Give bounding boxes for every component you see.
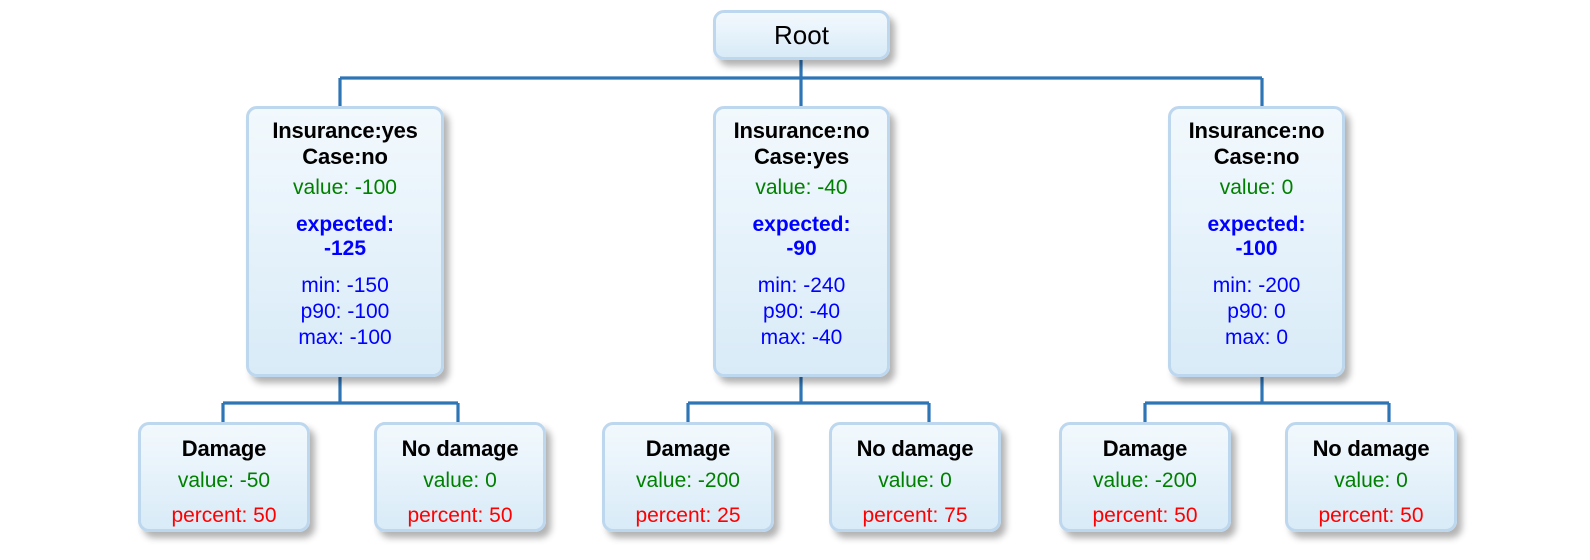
node-branch-2-title-line-2: Case:yes: [753, 143, 850, 169]
node-leaf-3-1-percent: percent: 50: [1092, 503, 1198, 527]
node-branch-2-title-line-1: Insurance:no: [733, 118, 870, 143]
node-branch-3-value: value: 0: [1219, 175, 1294, 199]
node-branch-3-min: min: -200: [1212, 274, 1301, 298]
node-branch-3-p90: p90: 0: [1227, 299, 1286, 323]
node-leaf-3-1-title: Damage: [1102, 436, 1188, 461]
node-leaf-2-1-title: Damage: [645, 436, 731, 461]
node-branch-3-title-line-2: Case:no: [1213, 143, 1300, 169]
node-branch-1-max: max: -100: [298, 325, 392, 349]
node-leaf-1-1-title: Damage: [181, 436, 267, 461]
node-leaf-2-2-value: value: 0: [878, 468, 952, 492]
node-leaf-3-2-title: No damage: [1312, 436, 1430, 461]
node-leaf-1-2[interactable]: No damage value: 0 percent: 50: [374, 422, 546, 532]
node-leaf-3-2-percent: percent: 50: [1318, 503, 1424, 527]
node-branch-3-expected: expected: -100: [1171, 213, 1342, 263]
node-branch-3-expected-label: expected:: [1207, 212, 1306, 236]
node-leaf-1-2-percent: percent: 50: [407, 503, 513, 527]
node-leaf-3-2-value: value: 0: [1334, 468, 1408, 492]
node-leaf-1-2-value: value: 0: [423, 468, 497, 492]
node-branch-1-expected-value: -125: [323, 237, 367, 261]
node-branch-2-p90: p90: -40: [762, 299, 841, 323]
node-leaf-1-1[interactable]: Damage value: -50 percent: 50: [138, 422, 310, 532]
node-leaf-1-1-percent: percent: 50: [171, 503, 277, 527]
node-leaf-3-1-value: value: -200: [1093, 468, 1197, 492]
node-leaf-3-2[interactable]: No damage value: 0 percent: 50: [1285, 422, 1457, 532]
node-branch-1-expected-label: expected:: [295, 212, 395, 236]
node-branch-2-min: min: -240: [757, 274, 846, 298]
node-leaf-1-2-title: No damage: [401, 436, 519, 461]
node-root-label: Root: [774, 19, 829, 50]
node-branch-3-title-line-1: Insurance:no: [1188, 118, 1325, 143]
node-root[interactable]: Root: [713, 10, 890, 60]
node-branch-2-expected-label: expected:: [752, 212, 851, 236]
node-branch-1-title-line-1: Insurance:yes: [272, 118, 418, 143]
node-branch-2-expected: expected: -90: [716, 213, 887, 263]
node-leaf-2-2-title: No damage: [856, 436, 974, 461]
node-branch-1-title-line-2: Case:no: [302, 143, 388, 169]
node-branch-2-expected-value: -90: [786, 237, 817, 261]
node-branch-1-p90: p90: -100: [300, 299, 390, 323]
node-branch-3-expected-value: -100: [1235, 237, 1278, 261]
node-branch-3-stats: min: -200 p90: 0 max: 0: [1171, 274, 1342, 350]
node-branch-1-stats: min: -150 p90: -100 max: -100: [249, 274, 441, 350]
node-leaf-2-2[interactable]: No damage value: 0 percent: 75: [829, 422, 1001, 532]
node-branch-2[interactable]: Insurance:no Case:yes value: -40 expecte…: [713, 106, 890, 377]
node-branch-1-min: min: -150: [301, 274, 389, 298]
node-branch-1-value: value: -100: [293, 175, 397, 199]
node-leaf-2-2-percent: percent: 75: [862, 503, 968, 527]
node-branch-1-expected: expected: -125: [249, 213, 441, 263]
node-leaf-1-1-value: value: -50: [177, 468, 271, 492]
node-leaf-2-1-percent: percent: 25: [635, 503, 741, 527]
node-branch-3-max: max: 0: [1224, 325, 1289, 349]
node-leaf-2-1[interactable]: Damage value: -200 percent: 25: [602, 422, 774, 532]
node-branch-2-value: value: -40: [755, 175, 848, 199]
node-branch-2-max: max: -40: [760, 325, 843, 349]
node-leaf-3-1[interactable]: Damage value: -200 percent: 50: [1059, 422, 1231, 532]
node-branch-2-stats: min: -240 p90: -40 max: -40: [716, 274, 887, 350]
node-leaf-2-1-value: value: -200: [636, 468, 740, 492]
node-branch-1[interactable]: Insurance:yes Case:no value: -100 expect…: [246, 106, 444, 377]
node-branch-3[interactable]: Insurance:no Case:no value: 0 expected: …: [1168, 106, 1345, 377]
